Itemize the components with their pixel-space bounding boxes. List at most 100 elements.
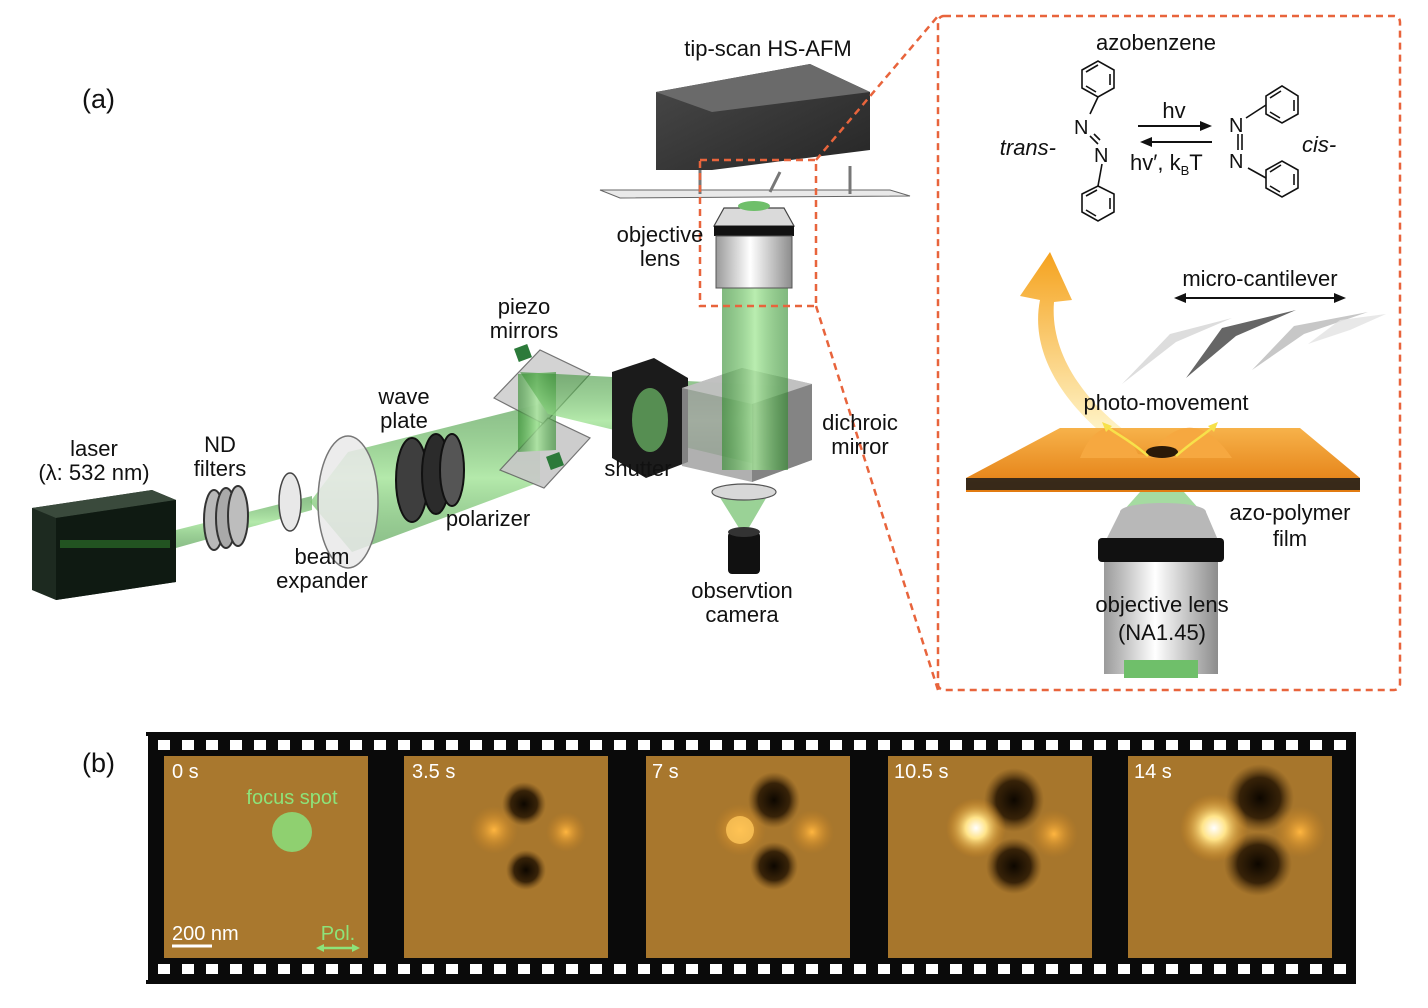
sprocket-hole <box>950 740 962 750</box>
sprocket-hole <box>686 964 698 974</box>
sprocket-hole <box>278 964 290 974</box>
sprocket-hole <box>1286 964 1298 974</box>
dichroic-label-line2: mirror <box>831 434 888 459</box>
sprocket-hole <box>254 740 266 750</box>
sprocket-hole <box>1070 740 1082 750</box>
sprocket-hole <box>1022 740 1034 750</box>
sprocket-hole <box>374 740 386 750</box>
sprocket-hole <box>590 740 602 750</box>
afm-frame-1: 3.5 s <box>404 756 608 958</box>
sprocket-hole <box>566 964 578 974</box>
sprocket-hole <box>1046 740 1058 750</box>
sprocket-hole <box>446 740 458 750</box>
zoom-box <box>698 158 818 308</box>
cantilever-motion-arrow <box>1174 293 1346 303</box>
azobenzene-label: azobenzene <box>1096 30 1216 55</box>
sprocket-hole <box>470 964 482 974</box>
focus-spot-label: focus spot <box>246 787 338 809</box>
sprocket-hole <box>1286 740 1298 750</box>
sprocket-hole <box>974 740 986 750</box>
sprocket-hole <box>734 964 746 974</box>
sprocket-hole <box>206 964 218 974</box>
camera-beam <box>714 488 772 536</box>
sprocket-hole <box>950 964 962 974</box>
sprocket-hole <box>974 964 986 974</box>
trans-n-lower: N <box>1094 145 1108 167</box>
piezo-label-line2: mirrors <box>490 318 558 343</box>
polarization-label: Pol. <box>321 923 355 945</box>
sprocket-hole <box>710 740 722 750</box>
sprocket-hole <box>902 964 914 974</box>
sprocket-hole <box>542 964 554 974</box>
sprocket-hole <box>1166 740 1178 750</box>
sprocket-hole <box>1190 740 1202 750</box>
trans-n-upper: N <box>1074 117 1088 139</box>
afm-head <box>656 64 870 170</box>
frame-time-0: 0 s <box>172 761 199 783</box>
laser-box <box>32 490 176 600</box>
photo-movement-label: photo-movement <box>1083 390 1248 415</box>
film-label-line2: film <box>1273 526 1307 551</box>
camera-body <box>728 527 760 574</box>
sprocket-hole <box>446 964 458 974</box>
laser-label-line1: laser <box>70 436 118 461</box>
vertical-beam <box>722 270 788 470</box>
sprocket-hole <box>782 740 794 750</box>
isomerization-arrows <box>1138 121 1212 147</box>
sprocket-hole <box>398 964 410 974</box>
sprocket-hole <box>734 740 746 750</box>
sprocket-hole <box>1238 964 1250 974</box>
cis-n-lower: N <box>1229 151 1243 173</box>
trans-azobenzene-structure <box>1081 60 1115 222</box>
cis-azobenzene-structure <box>1237 85 1299 198</box>
sprocket-hole <box>662 964 674 974</box>
sprocket-hole <box>1070 964 1082 974</box>
sprocket-hole <box>1118 964 1130 974</box>
sprockets-top <box>158 740 1346 750</box>
afm-frame-3: 10.5 s <box>888 756 1092 958</box>
scale-bar-label: 200 nm <box>172 923 239 945</box>
sprocket-hole <box>326 740 338 750</box>
afm-label: tip-scan HS-AFM <box>684 36 851 61</box>
objective-label-line1: objective <box>617 222 704 247</box>
sprocket-hole <box>1214 964 1226 974</box>
film-left-edge <box>140 736 148 980</box>
expander-label-line2: expander <box>276 568 368 593</box>
nd-filters <box>203 485 249 551</box>
afm-frame-2: 7 s <box>646 756 850 958</box>
sprocket-hole <box>326 964 338 974</box>
camera-label-line1: observtion <box>691 578 793 603</box>
sprocket-hole <box>902 740 914 750</box>
inset-objective-label-line1: objective lens <box>1095 592 1228 617</box>
sprocket-hole <box>590 964 602 974</box>
panel-b-label: (b) <box>82 748 115 778</box>
sprocket-hole <box>422 964 434 974</box>
expander-large-lens <box>317 435 379 569</box>
panel-a-label: (a) <box>82 84 115 114</box>
sprocket-hole <box>614 740 626 750</box>
objective-label-line2: lens <box>640 246 680 271</box>
sprocket-hole <box>830 964 842 974</box>
sprocket-hole <box>854 740 866 750</box>
sprocket-hole <box>1238 740 1250 750</box>
sprocket-hole <box>1214 740 1226 750</box>
sprocket-hole <box>758 964 770 974</box>
waveplate-label-line2: plate <box>380 408 428 433</box>
sprocket-hole <box>302 740 314 750</box>
sprocket-hole <box>1094 740 1106 750</box>
sprocket-hole <box>182 964 194 974</box>
objective-lens-body <box>712 201 796 289</box>
sprocket-hole <box>398 740 410 750</box>
sprocket-hole <box>806 964 818 974</box>
dichroic-label-line1: dichroic <box>822 410 898 435</box>
polarizer-ring <box>439 433 465 507</box>
sprocket-hole <box>710 964 722 974</box>
sprocket-hole <box>278 740 290 750</box>
sprocket-hole <box>998 740 1010 750</box>
shutter-element <box>612 358 688 478</box>
azo-polymer-film <box>966 422 1360 492</box>
expander-label-line1: beam <box>294 544 349 569</box>
sprocket-hole <box>1310 740 1322 750</box>
camera-label-line2: camera <box>705 602 779 627</box>
sprocket-hole <box>1046 964 1058 974</box>
